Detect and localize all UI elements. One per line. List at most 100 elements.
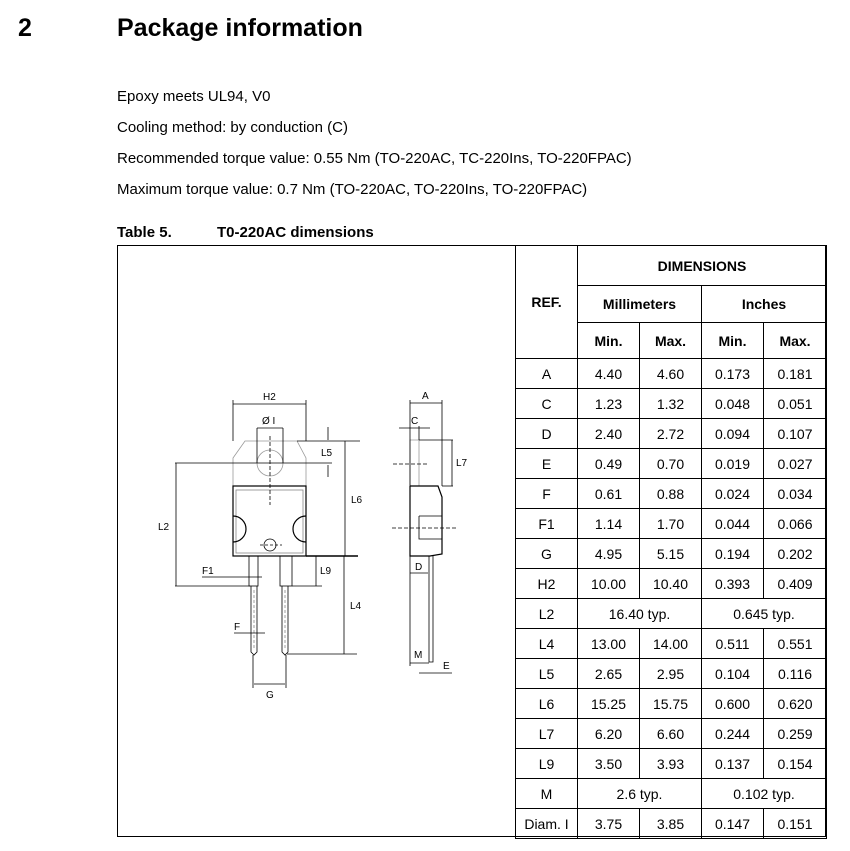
header-inches: Inches (701, 285, 827, 323)
cell-mm-max: 3.93 (639, 748, 702, 779)
cell-mm-min: 10.00 (577, 568, 640, 599)
cell-mm-min: 1.23 (577, 388, 640, 419)
cell-in-max: 0.620 (763, 688, 827, 719)
cell-mm-max: 1.32 (639, 388, 702, 419)
cell-mm-typ: 16.40 typ. (577, 598, 702, 629)
cell-mm-max: 0.70 (639, 448, 702, 479)
cell-mm-max: 10.40 (639, 568, 702, 599)
cell-mm-min: 15.25 (577, 688, 640, 719)
dim-label-h2: H2 (263, 392, 276, 403)
cell-in-min: 0.147 (701, 808, 764, 839)
cell-mm-min: 2.40 (577, 418, 640, 449)
cell-mm-min: 4.40 (577, 358, 640, 389)
package-drawing: H2 Ø I L5 L6 L2 L9 L4 F1 F G A C L7 D M … (158, 391, 468, 701)
dim-label-l5: L5 (321, 448, 333, 459)
cell-mm-max: 14.00 (639, 628, 702, 659)
cell-ref: G (515, 538, 578, 569)
dim-label-l6: L6 (351, 495, 363, 506)
cell-in-max: 0.181 (763, 358, 827, 389)
paragraph-recommended-torque: Recommended torque value: 0.55 Nm (TO-22… (117, 150, 632, 167)
cell-in-max: 0.107 (763, 418, 827, 449)
cell-mm-min: 0.61 (577, 478, 640, 509)
dim-label-f1: F1 (202, 566, 214, 577)
dim-label-g: G (266, 690, 274, 701)
section-title: Package information (117, 14, 363, 42)
cell-in-min: 0.244 (701, 718, 764, 749)
cell-ref: F (515, 478, 578, 509)
dim-label-d: D (415, 562, 422, 573)
cell-ref: L4 (515, 628, 578, 659)
cell-mm-max: 4.60 (639, 358, 702, 389)
cell-mm-min: 1.14 (577, 508, 640, 539)
header-dimensions: DIMENSIONS (577, 245, 827, 286)
cell-in-min: 0.600 (701, 688, 764, 719)
header-ref: REF. (515, 245, 578, 359)
cell-in-min: 0.094 (701, 418, 764, 449)
dim-label-l9: L9 (320, 566, 332, 577)
cell-ref: L6 (515, 688, 578, 719)
cell-in-min: 0.024 (701, 478, 764, 509)
side-view (392, 400, 458, 674)
paragraph-max-torque: Maximum torque value: 0.7 Nm (TO-220AC, … (117, 181, 588, 198)
cell-in-max: 0.202 (763, 538, 827, 569)
cell-mm-min: 2.65 (577, 658, 640, 689)
cell-ref: Diam. I (515, 808, 578, 839)
cell-mm-min: 4.95 (577, 538, 640, 569)
table-caption: Table 5.T0-220AC dimensions (117, 224, 374, 241)
cell-in-min: 0.173 (701, 358, 764, 389)
cell-in-typ: 0.102 typ. (701, 778, 827, 809)
dimensions-table: REF. DIMENSIONS Millimeters Inches Min. … (515, 245, 827, 839)
cell-ref: F1 (515, 508, 578, 539)
dim-label-m: M (414, 650, 422, 661)
cell-mm-min: 3.50 (577, 748, 640, 779)
cell-in-min: 0.048 (701, 388, 764, 419)
section-number: 2 (18, 14, 32, 42)
cell-in-min: 0.019 (701, 448, 764, 479)
cell-ref: C (515, 388, 578, 419)
cell-in-max: 0.051 (763, 388, 827, 419)
dim-label-l2: L2 (158, 522, 170, 533)
paragraph-cooling: Cooling method: by conduction (C) (117, 119, 348, 136)
cell-mm-max: 1.70 (639, 508, 702, 539)
cell-ref: M (515, 778, 578, 809)
cell-ref: L7 (515, 718, 578, 749)
cell-mm-max: 6.60 (639, 718, 702, 749)
cell-in-max: 0.154 (763, 748, 827, 779)
table-title: T0-220AC dimensions (217, 224, 374, 241)
cell-mm-min: 13.00 (577, 628, 640, 659)
cell-mm-min: 0.49 (577, 448, 640, 479)
cell-in-max: 0.034 (763, 478, 827, 509)
cell-ref: L9 (515, 748, 578, 779)
front-view (175, 400, 360, 688)
dim-label-a: A (422, 391, 429, 402)
dim-label-e: E (443, 661, 450, 672)
cell-in-min: 0.511 (701, 628, 764, 659)
cell-in-min: 0.137 (701, 748, 764, 779)
cell-in-max: 0.551 (763, 628, 827, 659)
cell-mm-min: 6.20 (577, 718, 640, 749)
dim-label-c: C (411, 416, 418, 427)
cell-ref: H2 (515, 568, 578, 599)
header-mm-max: Max. (639, 322, 702, 359)
cell-mm-max: 0.88 (639, 478, 702, 509)
cell-mm-max: 5.15 (639, 538, 702, 569)
dim-label-diam-i: Ø I (262, 416, 275, 427)
cell-in-min: 0.194 (701, 538, 764, 569)
cell-in-max: 0.027 (763, 448, 827, 479)
dim-label-l7: L7 (456, 458, 468, 469)
header-in-max: Max. (763, 322, 827, 359)
dim-label-l4: L4 (350, 601, 362, 612)
cell-mm-max: 3.85 (639, 808, 702, 839)
